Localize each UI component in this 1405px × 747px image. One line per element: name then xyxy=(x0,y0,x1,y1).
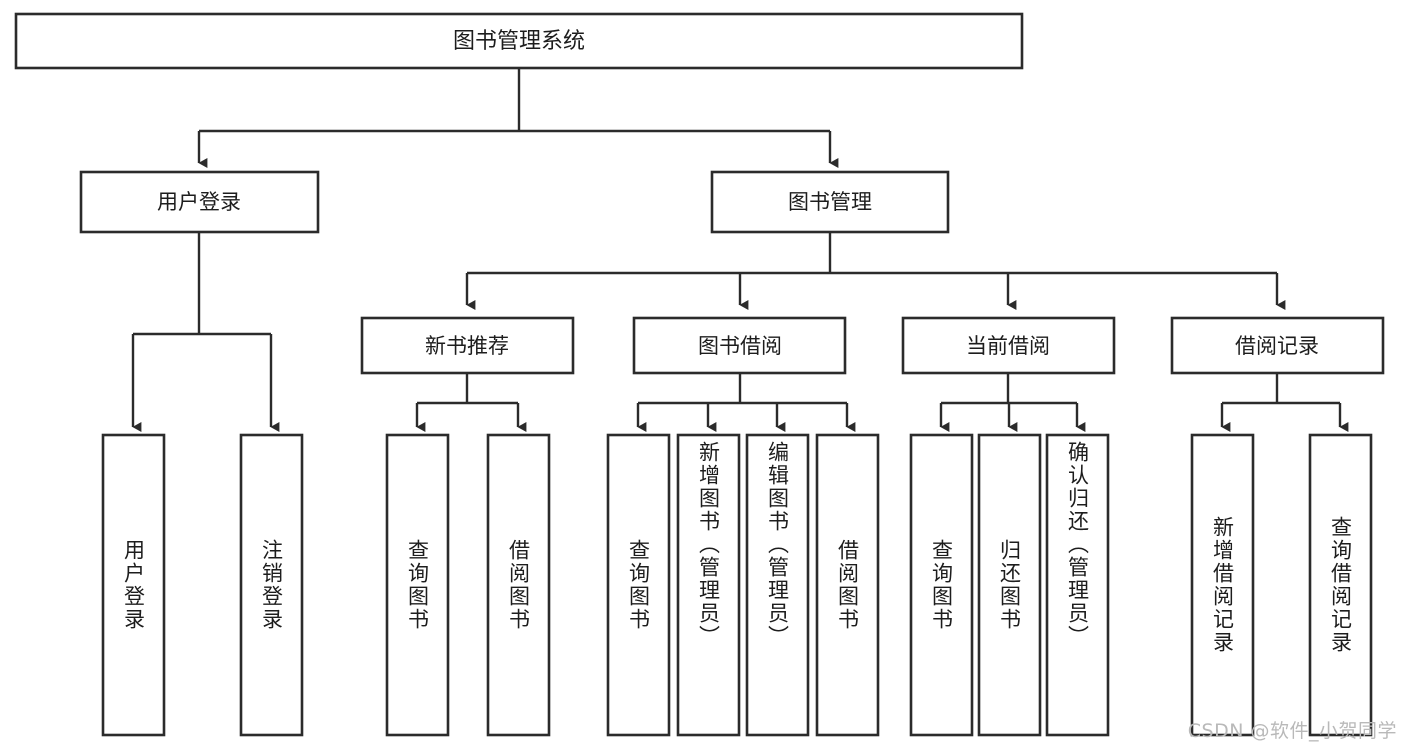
leaf-boxes xyxy=(101,433,1373,737)
leaf-query-borrow-record-box[interactable] xyxy=(1308,433,1373,737)
node-root-label: 图书管理系统 xyxy=(453,29,585,54)
leaf-borrow-book-2-box[interactable] xyxy=(815,433,880,737)
node-root[interactable]: 图书管理系统 xyxy=(14,12,1024,70)
node-user-login[interactable]: 用户登录 xyxy=(79,170,320,234)
leaf-add-borrow-record-box[interactable] xyxy=(1190,433,1255,737)
leaf-borrow-book-1-box[interactable] xyxy=(486,433,551,737)
node-book-management-label: 图书管理 xyxy=(788,190,872,214)
leaf-edit-book-admin-box[interactable] xyxy=(745,433,810,737)
leaf-query-book-2-box[interactable] xyxy=(606,433,671,737)
node-book-borrow-label: 图书借阅 xyxy=(698,334,782,358)
node-user-login-label: 用户登录 xyxy=(157,190,241,214)
node-current-borrow[interactable]: 当前借阅 xyxy=(901,316,1116,375)
leaf-query-book-3-box[interactable] xyxy=(909,433,974,737)
connectors xyxy=(131,68,1349,432)
leaf-user-login-box[interactable] xyxy=(101,433,166,737)
node-book-management[interactable]: 图书管理 xyxy=(710,170,950,234)
node-new-book-recommend[interactable]: 新书推荐 xyxy=(360,316,575,375)
leaf-confirm-return-admin-box[interactable] xyxy=(1045,433,1110,737)
watermark: CSDN @软件_小贺同学 xyxy=(1187,720,1397,742)
node-borrow-record[interactable]: 借阅记录 xyxy=(1170,316,1385,375)
leaf-logout-login-box[interactable] xyxy=(239,433,304,737)
node-borrow-record-label: 借阅记录 xyxy=(1235,334,1319,358)
node-book-borrow[interactable]: 图书借阅 xyxy=(632,316,847,375)
leaf-query-book-1-box[interactable] xyxy=(385,433,450,737)
node-new-book-recommend-label: 新书推荐 xyxy=(425,334,509,358)
node-current-borrow-label: 当前借阅 xyxy=(966,334,1050,358)
leaf-add-book-admin-box[interactable] xyxy=(676,433,741,737)
leaf-return-book-box[interactable] xyxy=(977,433,1042,737)
